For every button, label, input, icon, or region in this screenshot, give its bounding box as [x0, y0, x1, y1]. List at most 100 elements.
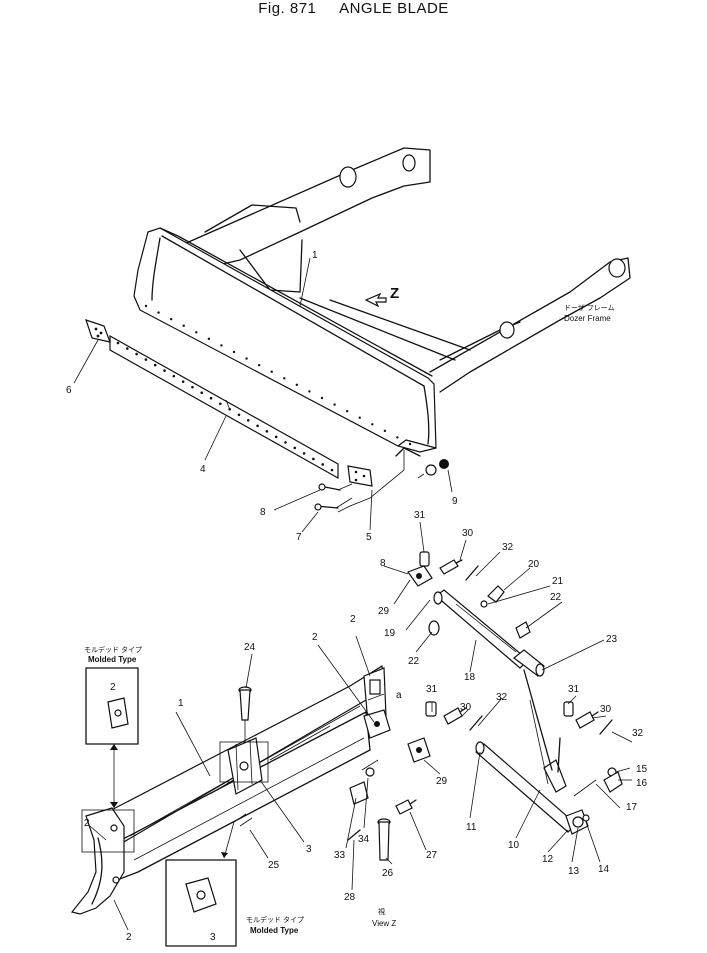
molded-type-en-bottom: Molded Type	[250, 926, 299, 935]
label-part-31-upper: 31	[414, 510, 426, 521]
bolt-hole	[371, 423, 374, 426]
label-part-6: 6	[66, 385, 72, 396]
molded-type-inset-top	[85, 667, 139, 808]
corner-plate-and-bolts	[314, 447, 421, 513]
end-bit	[85, 319, 111, 343]
bolt-hole	[274, 435, 278, 439]
label-part-3-inset: 3	[210, 932, 216, 943]
bolt-hole	[383, 429, 387, 433]
upper-leaders	[73, 257, 453, 533]
bolt-hole	[135, 352, 138, 356]
bolt-hole	[200, 391, 204, 394]
label-part-33: 33	[334, 850, 346, 861]
label-part-29-lower: 29	[436, 776, 448, 787]
molded-type-jp-bottom: モルデッド タイプ	[246, 915, 304, 924]
label-part-19: 19	[384, 628, 396, 639]
bolt-hole	[265, 430, 269, 433]
label-part-27: 27	[426, 850, 438, 861]
bolt-hole	[153, 363, 157, 367]
figure-name: ANGLE BLADE	[339, 0, 449, 17]
lower-leaders	[89, 635, 633, 931]
view-label-jp: 視	[378, 907, 385, 916]
figure-title: Fig. 871 ANGLE BLADE	[0, 0, 707, 17]
right-hardware	[563, 701, 623, 797]
bolt-hole	[237, 413, 241, 417]
label-part-10: 10	[508, 840, 520, 851]
label-part-31-right: 31	[568, 684, 580, 695]
bolt-hole	[126, 347, 129, 350]
label-part-20: 20	[528, 559, 540, 570]
label-part-8-upper: 8	[380, 558, 386, 569]
bolt-hole	[181, 380, 185, 383]
frame-label-en: Dozer Frame	[564, 314, 611, 323]
label-part-18: 18	[464, 672, 476, 683]
label-part-22-right: 22	[550, 592, 562, 603]
bolt-hole	[116, 341, 120, 345]
bolt-30-upper	[439, 559, 463, 575]
cotter-28	[347, 829, 361, 841]
molded-type-inset-bottom	[165, 821, 237, 947]
label-part-16: 16	[636, 778, 648, 789]
label-part-22-left: 22	[408, 656, 420, 667]
grease-22-right	[515, 621, 531, 639]
bolt-hole	[144, 358, 148, 361]
label-part-21: 21	[552, 576, 564, 587]
label-part-15: 15	[636, 764, 648, 775]
angle-blade-lower	[70, 664, 385, 915]
label-part-32-right: 32	[632, 728, 644, 739]
bolt-hole	[345, 409, 349, 413]
bolt-hole	[144, 304, 148, 308]
bolt-hole	[284, 441, 287, 444]
molded-type-jp-top: モルデッド タイプ	[84, 645, 142, 654]
pin-31-lower	[425, 701, 437, 717]
bolt-hole	[396, 436, 399, 439]
label-part-2-bottom-left: 2	[126, 932, 132, 943]
label-part-29-upper: 29	[378, 606, 390, 617]
bolt-hole	[245, 357, 248, 360]
bolt-25	[233, 813, 253, 827]
figure-number: Fig. 871	[258, 0, 317, 17]
label-part-3-right: 3	[306, 844, 312, 855]
pin-26	[377, 818, 391, 861]
bolt-hole	[270, 370, 273, 373]
label-part-4: 4	[200, 464, 206, 475]
bolt-hole	[333, 403, 336, 406]
label-part-11: 11	[466, 822, 477, 833]
label-part-25: 25	[268, 860, 280, 871]
label-point-a: a	[396, 690, 402, 701]
bracket-8-upper	[407, 565, 433, 587]
label-part-1-bottom: 1	[178, 698, 184, 709]
blade-bolt-holes	[144, 304, 412, 446]
bolt-hole	[207, 337, 211, 341]
label-part-2-inset: 2	[110, 682, 116, 693]
parts-33-34	[349, 759, 379, 805]
label-part-28: 28	[344, 892, 356, 903]
label-part-7: 7	[296, 532, 302, 543]
bolt-hole	[232, 350, 236, 354]
cotter-32-lower	[469, 715, 483, 731]
pin-31-upper	[419, 551, 430, 567]
label-part-2-left: 2	[84, 818, 90, 829]
bolt-hole	[169, 317, 173, 321]
label-part-13: 13	[568, 866, 580, 877]
bolt-hole	[163, 369, 166, 372]
bolt-hole	[408, 442, 412, 446]
bolt-hole	[209, 396, 213, 400]
view-z-arrow	[364, 292, 387, 308]
bolt-hole	[191, 385, 194, 389]
label-part-12: 12	[542, 854, 554, 865]
bolt-hole	[157, 311, 160, 314]
bolt-hole	[182, 324, 185, 327]
frame-label-jp: ドーザ フレーム	[564, 304, 615, 312]
nut-washer-9	[417, 459, 449, 479]
strut-18	[428, 589, 545, 677]
label-part-30-mid: 30	[460, 702, 472, 713]
label-part-8-lower: 8	[260, 507, 266, 518]
label-part-24: 24	[244, 642, 256, 653]
label-part-32-upper: 32	[502, 542, 514, 553]
bolt-hole	[358, 416, 361, 419]
bolt-hole	[220, 344, 223, 347]
bolt-hole	[219, 402, 222, 406]
label-part-32-mid: 32	[496, 692, 508, 703]
label-part-26: 26	[382, 868, 394, 879]
